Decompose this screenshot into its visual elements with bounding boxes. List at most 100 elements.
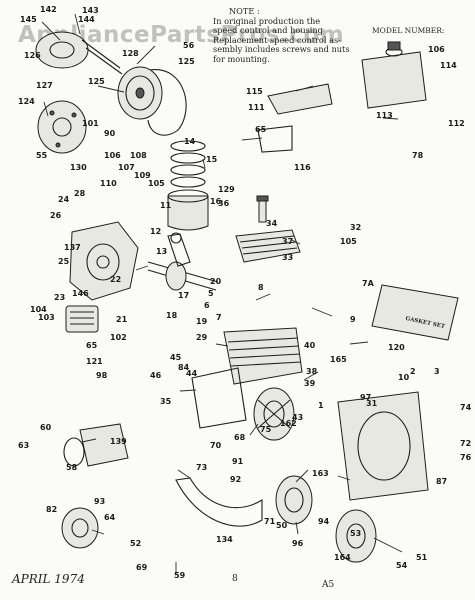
starter-cup xyxy=(35,31,123,75)
callout-number: 36 xyxy=(218,199,230,208)
callout-number: 75 xyxy=(260,425,272,434)
spark-plug xyxy=(256,195,269,223)
callout-number: 164 xyxy=(334,553,351,562)
callout-number: 121 xyxy=(86,357,103,366)
callout-number: 65 xyxy=(255,125,267,134)
magneto-plate xyxy=(37,100,87,154)
piston xyxy=(167,189,209,231)
callout-number: 9 xyxy=(350,315,356,324)
callout-number: 46 xyxy=(150,371,162,380)
callout-number: 76 xyxy=(460,453,472,462)
callout-number: 5 xyxy=(208,289,214,298)
callout-number: 101 xyxy=(82,119,99,128)
callout-number: 107 xyxy=(118,163,135,172)
callout-number: 52 xyxy=(130,539,141,548)
callout-number: 137 xyxy=(64,243,81,252)
callout-number: 120 xyxy=(388,343,405,352)
note-line: speed control and housing xyxy=(213,25,323,36)
leader-lines xyxy=(41,13,403,574)
callout-number: 102 xyxy=(110,333,127,342)
callout-number: 24 xyxy=(58,195,70,204)
callout-number: 130 xyxy=(70,163,87,172)
callout-number: 8 xyxy=(258,283,264,292)
callout-number: 82 xyxy=(46,505,57,514)
crankcase-cover xyxy=(69,221,139,301)
tank-bracket xyxy=(257,83,333,153)
callout-number: 106 xyxy=(428,45,445,54)
callout-number: 71 xyxy=(264,517,276,526)
callout-number: 78 xyxy=(412,151,424,160)
muffler xyxy=(65,305,99,333)
callout-number: 39 xyxy=(304,379,316,388)
callout-number: 116 xyxy=(294,163,311,172)
callout-number: 85 xyxy=(0,0,12,2)
callout-number: 134 xyxy=(216,535,233,544)
callout-number: 115 xyxy=(246,87,263,96)
callout-number: 3 xyxy=(434,367,440,376)
callout-number: 37 xyxy=(282,237,293,246)
callout-number: 98 xyxy=(96,371,108,380)
callout-number: 96 xyxy=(292,539,304,548)
clutch-drum xyxy=(61,507,99,549)
callout-number: 15 xyxy=(206,155,218,164)
cylinder-block xyxy=(191,327,303,429)
callout-number: 54 xyxy=(396,561,408,570)
callout-number: 128 xyxy=(122,49,139,58)
cylinder-head xyxy=(235,229,301,263)
callout-number: 139 xyxy=(110,437,127,446)
callout-number: 90 xyxy=(104,129,116,138)
callout-number: 29 xyxy=(196,333,208,342)
callout-number: 53 xyxy=(350,529,361,538)
flywheel-shroud xyxy=(147,69,187,136)
fuel-tank xyxy=(361,41,427,109)
callout-number: 73 xyxy=(196,463,207,472)
callout-number: 143 xyxy=(82,6,99,15)
callout-number: 106 xyxy=(104,151,121,160)
callout-number: 2 xyxy=(410,367,416,376)
handwritten-date: APRIL 1974 xyxy=(12,572,85,586)
callout-number: 67 xyxy=(0,0,11,2)
callout-number: 40 xyxy=(304,341,316,350)
callout-number: 59 xyxy=(174,571,186,580)
callout-number: 1 xyxy=(318,401,324,410)
callout-number: 20 xyxy=(210,277,222,286)
callout-number: 146 xyxy=(72,289,89,298)
note-line: In original production the xyxy=(213,15,321,26)
callout-number: 28 xyxy=(74,189,86,198)
callout-number: 125 xyxy=(88,77,105,86)
callout-number: 127 xyxy=(36,81,53,90)
callout-number: 50 xyxy=(276,521,288,530)
callout-number: 33 xyxy=(282,253,293,262)
crankshaft xyxy=(147,261,219,291)
callout-number: 65 xyxy=(86,341,98,350)
callout-number: 7 xyxy=(216,313,222,322)
flywheel xyxy=(117,66,163,120)
callout-number: 66 xyxy=(0,0,12,2)
callout-number: 105 xyxy=(340,237,357,246)
callout-number: 104 xyxy=(30,305,47,314)
callout-number: 72 xyxy=(460,439,471,448)
callout-number: 56 xyxy=(183,41,195,50)
gasket-set-box xyxy=(371,284,459,341)
note-line: NOTE : xyxy=(229,6,260,16)
callout-number: 145 xyxy=(20,15,37,24)
model-header: MODEL NUMBER: xyxy=(372,26,445,35)
callout-number: 19 xyxy=(196,317,208,326)
corner-mark: A5 xyxy=(322,580,335,590)
callout-number: 84 xyxy=(178,363,190,372)
callout-number: 163 xyxy=(312,469,329,478)
callout-number: 31 xyxy=(366,399,378,408)
callout-number: 111 xyxy=(248,103,265,112)
callout-number: 113 xyxy=(376,111,393,120)
callout-number: 44 xyxy=(186,369,198,378)
note-line: Replacement speed control as- xyxy=(213,34,341,45)
callout-number: 14 xyxy=(184,137,196,146)
callout-number: 58 xyxy=(66,463,78,472)
callout-number: 68 xyxy=(234,433,246,442)
callout-number: 51 xyxy=(416,553,428,562)
callout-number: 55 xyxy=(36,151,48,160)
callout-number: 164 xyxy=(0,0,17,2)
